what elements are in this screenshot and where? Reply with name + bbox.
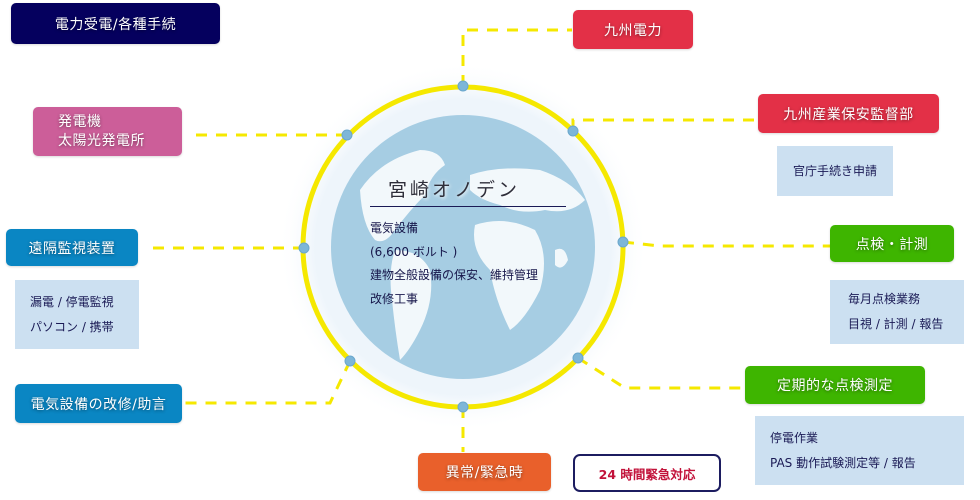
remote-monitoring-note: 漏電 / 停電監視 パソコン / 携帯: [15, 280, 139, 349]
note-line: パソコン / 携帯: [30, 319, 114, 334]
note-line: PAS 動作試験測定等 / 報告: [770, 455, 916, 470]
inspection-measurement-box: 点検・計測: [830, 225, 954, 262]
gov-procedures-note: 官庁手続き申請: [777, 146, 893, 196]
power-reception-label: 電力受電/各種手続: [54, 16, 177, 33]
company-name: 宮崎オノデン: [370, 175, 566, 207]
monthly-inspection-note: 毎月点検業務 目視 / 計測 / 報告: [830, 280, 964, 344]
company-description: 電気設備 (6,600 ボルト ) 建物全般設備の保安、維持管理 改修工事: [370, 217, 570, 311]
periodic-work-note: 停電作業 PAS 動作試験測定等 / 報告: [755, 416, 964, 485]
kyushu-electric-box: 九州電力: [573, 10, 693, 49]
inspection-measurement-label: 点検・計測: [855, 236, 929, 253]
ring-nodes: [298, 80, 629, 413]
solar-plant-label: 太陽光発電所: [58, 132, 145, 149]
emergency-label: 異常/緊急時: [445, 465, 524, 481]
emergency-box: 異常/緊急時: [418, 453, 551, 491]
power-reception-box: 電力受電/各種手続: [11, 3, 220, 44]
desc-line: 電気設備: [370, 221, 419, 235]
kyushu-safety-box: 九州産業保安監督部: [758, 94, 939, 133]
emergency-24h-label: 24 時間緊急対応: [598, 466, 696, 482]
note-line: 毎月点検業務: [848, 292, 921, 306]
company-info: 宮崎オノデン 電気設備 (6,600 ボルト ) 建物全般設備の保安、維持管理 …: [370, 175, 570, 311]
note-line: 停電作業: [770, 430, 819, 445]
emergency-24h-badge: 24 時間緊急対応: [573, 454, 721, 492]
remote-monitoring-box: 遠隔監視装置: [6, 229, 138, 266]
note-line: 漏電 / 停電監視: [30, 294, 114, 309]
periodic-inspection-box: 定期的な点検測定: [745, 366, 925, 404]
desc-line: (6,600 ボルト ): [370, 244, 458, 259]
generator-box: 発電機 太陽光発電所: [33, 107, 182, 156]
renovation-advice-box: 電気設備の改修/助言: [15, 384, 182, 423]
desc-line: 改修工事: [370, 291, 419, 306]
note-line: 官庁手続き申請: [792, 163, 877, 178]
renovation-advice-label: 電気設備の改修/助言: [30, 396, 167, 413]
generator-label: 発電機: [58, 113, 102, 130]
kyushu-electric-label: 九州電力: [604, 22, 662, 39]
remote-monitoring-label: 遠隔監視装置: [28, 240, 116, 257]
desc-line: 建物全般設備の保安、維持管理: [370, 268, 539, 282]
periodic-inspection-label: 定期的な点検測定: [777, 378, 893, 394]
globe-icon: [331, 115, 595, 379]
note-line: 目視 / 計測 / 報告: [848, 317, 944, 331]
kyushu-safety-label: 九州産業保安監督部: [783, 106, 914, 123]
